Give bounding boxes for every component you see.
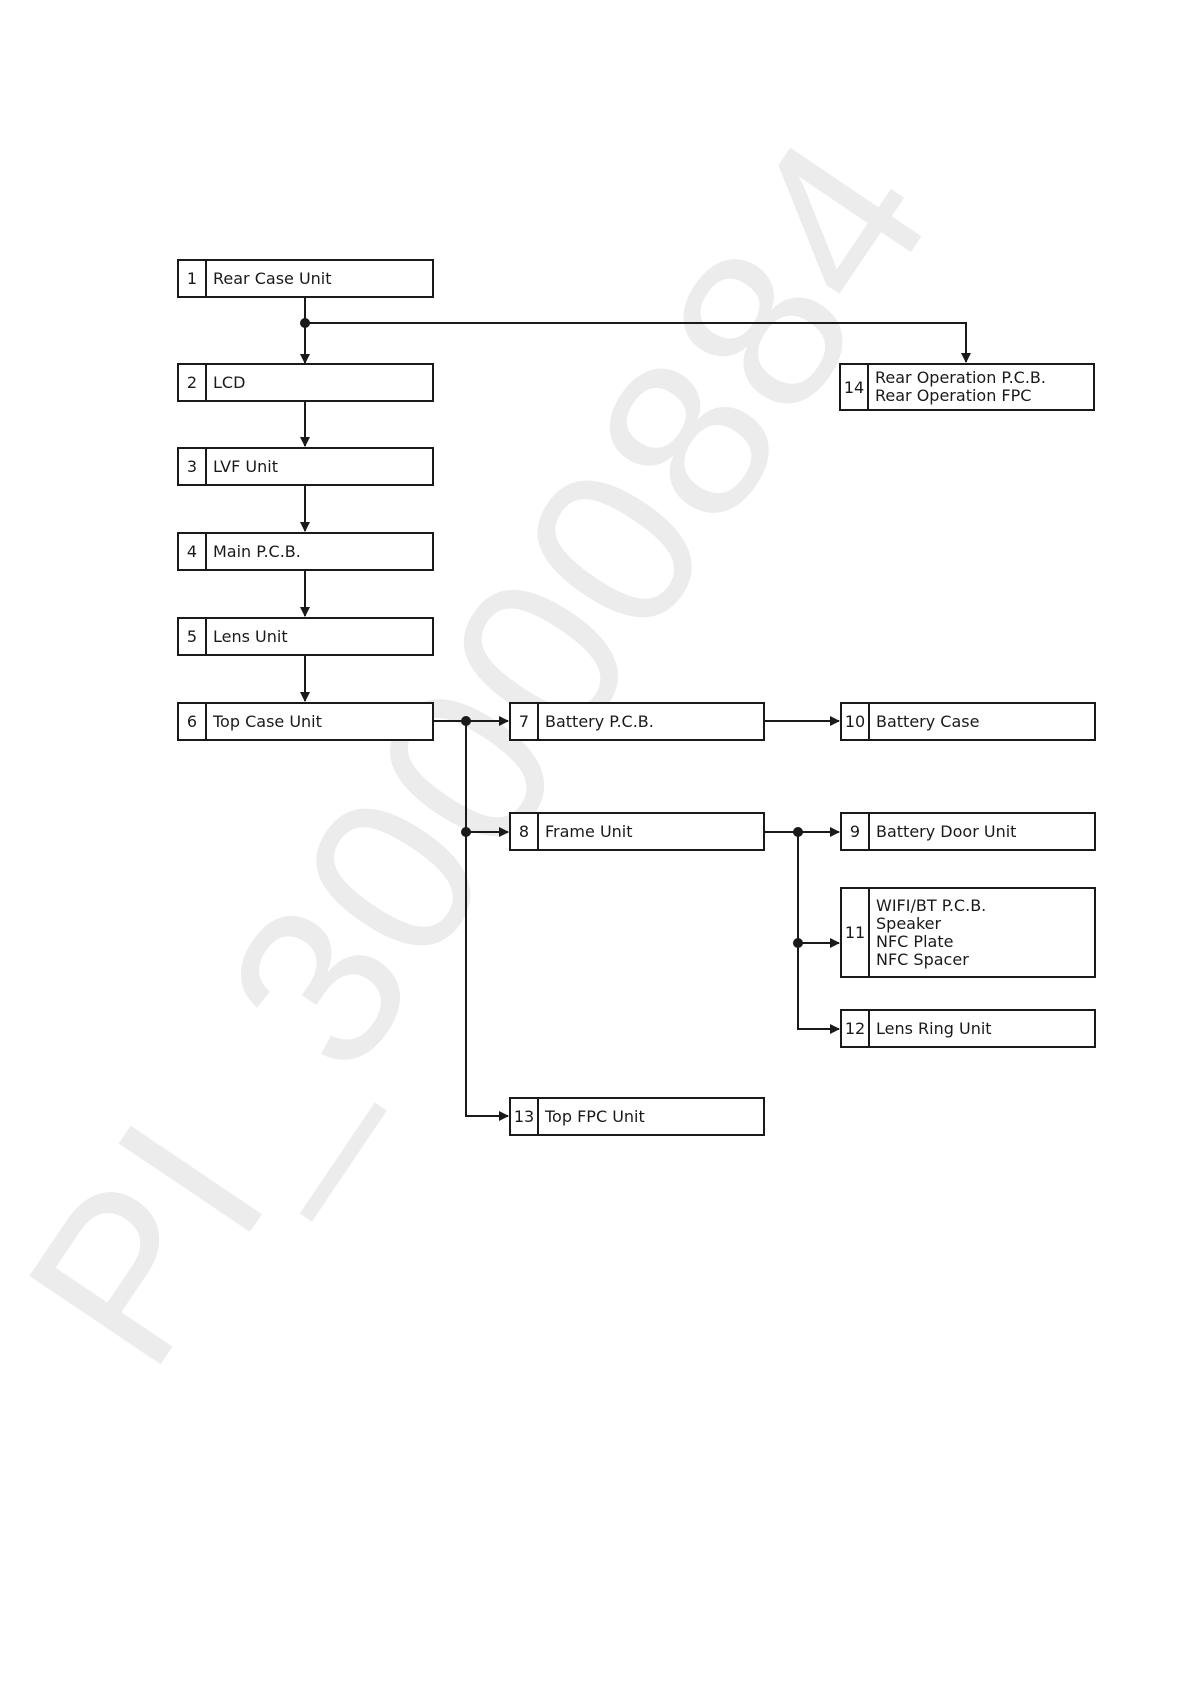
node-number: 7 [511, 704, 539, 739]
node-label: Rear Operation P.C.B. Rear Operation FPC [869, 365, 1093, 409]
node-3: 3 LVF Unit [177, 447, 434, 486]
node-label: Lens Ring Unit [870, 1011, 1094, 1046]
node-number: 13 [511, 1099, 539, 1134]
node-6: 6 Top Case Unit [177, 702, 434, 741]
node-label: Battery Door Unit [870, 814, 1094, 849]
node-label: Frame Unit [539, 814, 763, 849]
junction-dot [461, 716, 471, 726]
junction-dot [461, 827, 471, 837]
node-1: 1 Rear Case Unit [177, 259, 434, 298]
node-number: 9 [842, 814, 870, 849]
junction-dot [793, 827, 803, 837]
node-10: 10 Battery Case [840, 702, 1096, 741]
node-label: LCD [207, 365, 432, 400]
node-8: 8 Frame Unit [509, 812, 765, 851]
node-label: Main P.C.B. [207, 534, 432, 569]
edge-1-14 [305, 323, 966, 362]
node-7: 7 Battery P.C.B. [509, 702, 765, 741]
node-number: 8 [511, 814, 539, 849]
node-number: 14 [841, 365, 869, 409]
node-13: 13 Top FPC Unit [509, 1097, 765, 1136]
node-label: Top FPC Unit [539, 1099, 763, 1134]
node-2: 2 LCD [177, 363, 434, 402]
node-number: 11 [842, 889, 870, 976]
node-label: Battery P.C.B. [539, 704, 763, 739]
node-4: 4 Main P.C.B. [177, 532, 434, 571]
node-number: 5 [179, 619, 207, 654]
node-label: Battery Case [870, 704, 1094, 739]
node-label: Lens Unit [207, 619, 432, 654]
node-number: 6 [179, 704, 207, 739]
node-label: Rear Case Unit [207, 261, 432, 296]
node-label: LVF Unit [207, 449, 432, 484]
node-12: 12 Lens Ring Unit [840, 1009, 1096, 1048]
node-5: 5 Lens Unit [177, 617, 434, 656]
node-number: 4 [179, 534, 207, 569]
node-number: 2 [179, 365, 207, 400]
junction-dot [300, 318, 310, 328]
junction-dot [793, 938, 803, 948]
node-number: 10 [842, 704, 870, 739]
node-label: Top Case Unit [207, 704, 432, 739]
node-number: 12 [842, 1011, 870, 1046]
node-number: 1 [179, 261, 207, 296]
node-14: 14 Rear Operation P.C.B. Rear Operation … [839, 363, 1095, 411]
node-number: 3 [179, 449, 207, 484]
node-11: 11 WIFI/BT P.C.B. Speaker NFC Plate NFC … [840, 887, 1096, 978]
node-label: WIFI/BT P.C.B. Speaker NFC Plate NFC Spa… [870, 889, 1094, 976]
node-9: 9 Battery Door Unit [840, 812, 1096, 851]
